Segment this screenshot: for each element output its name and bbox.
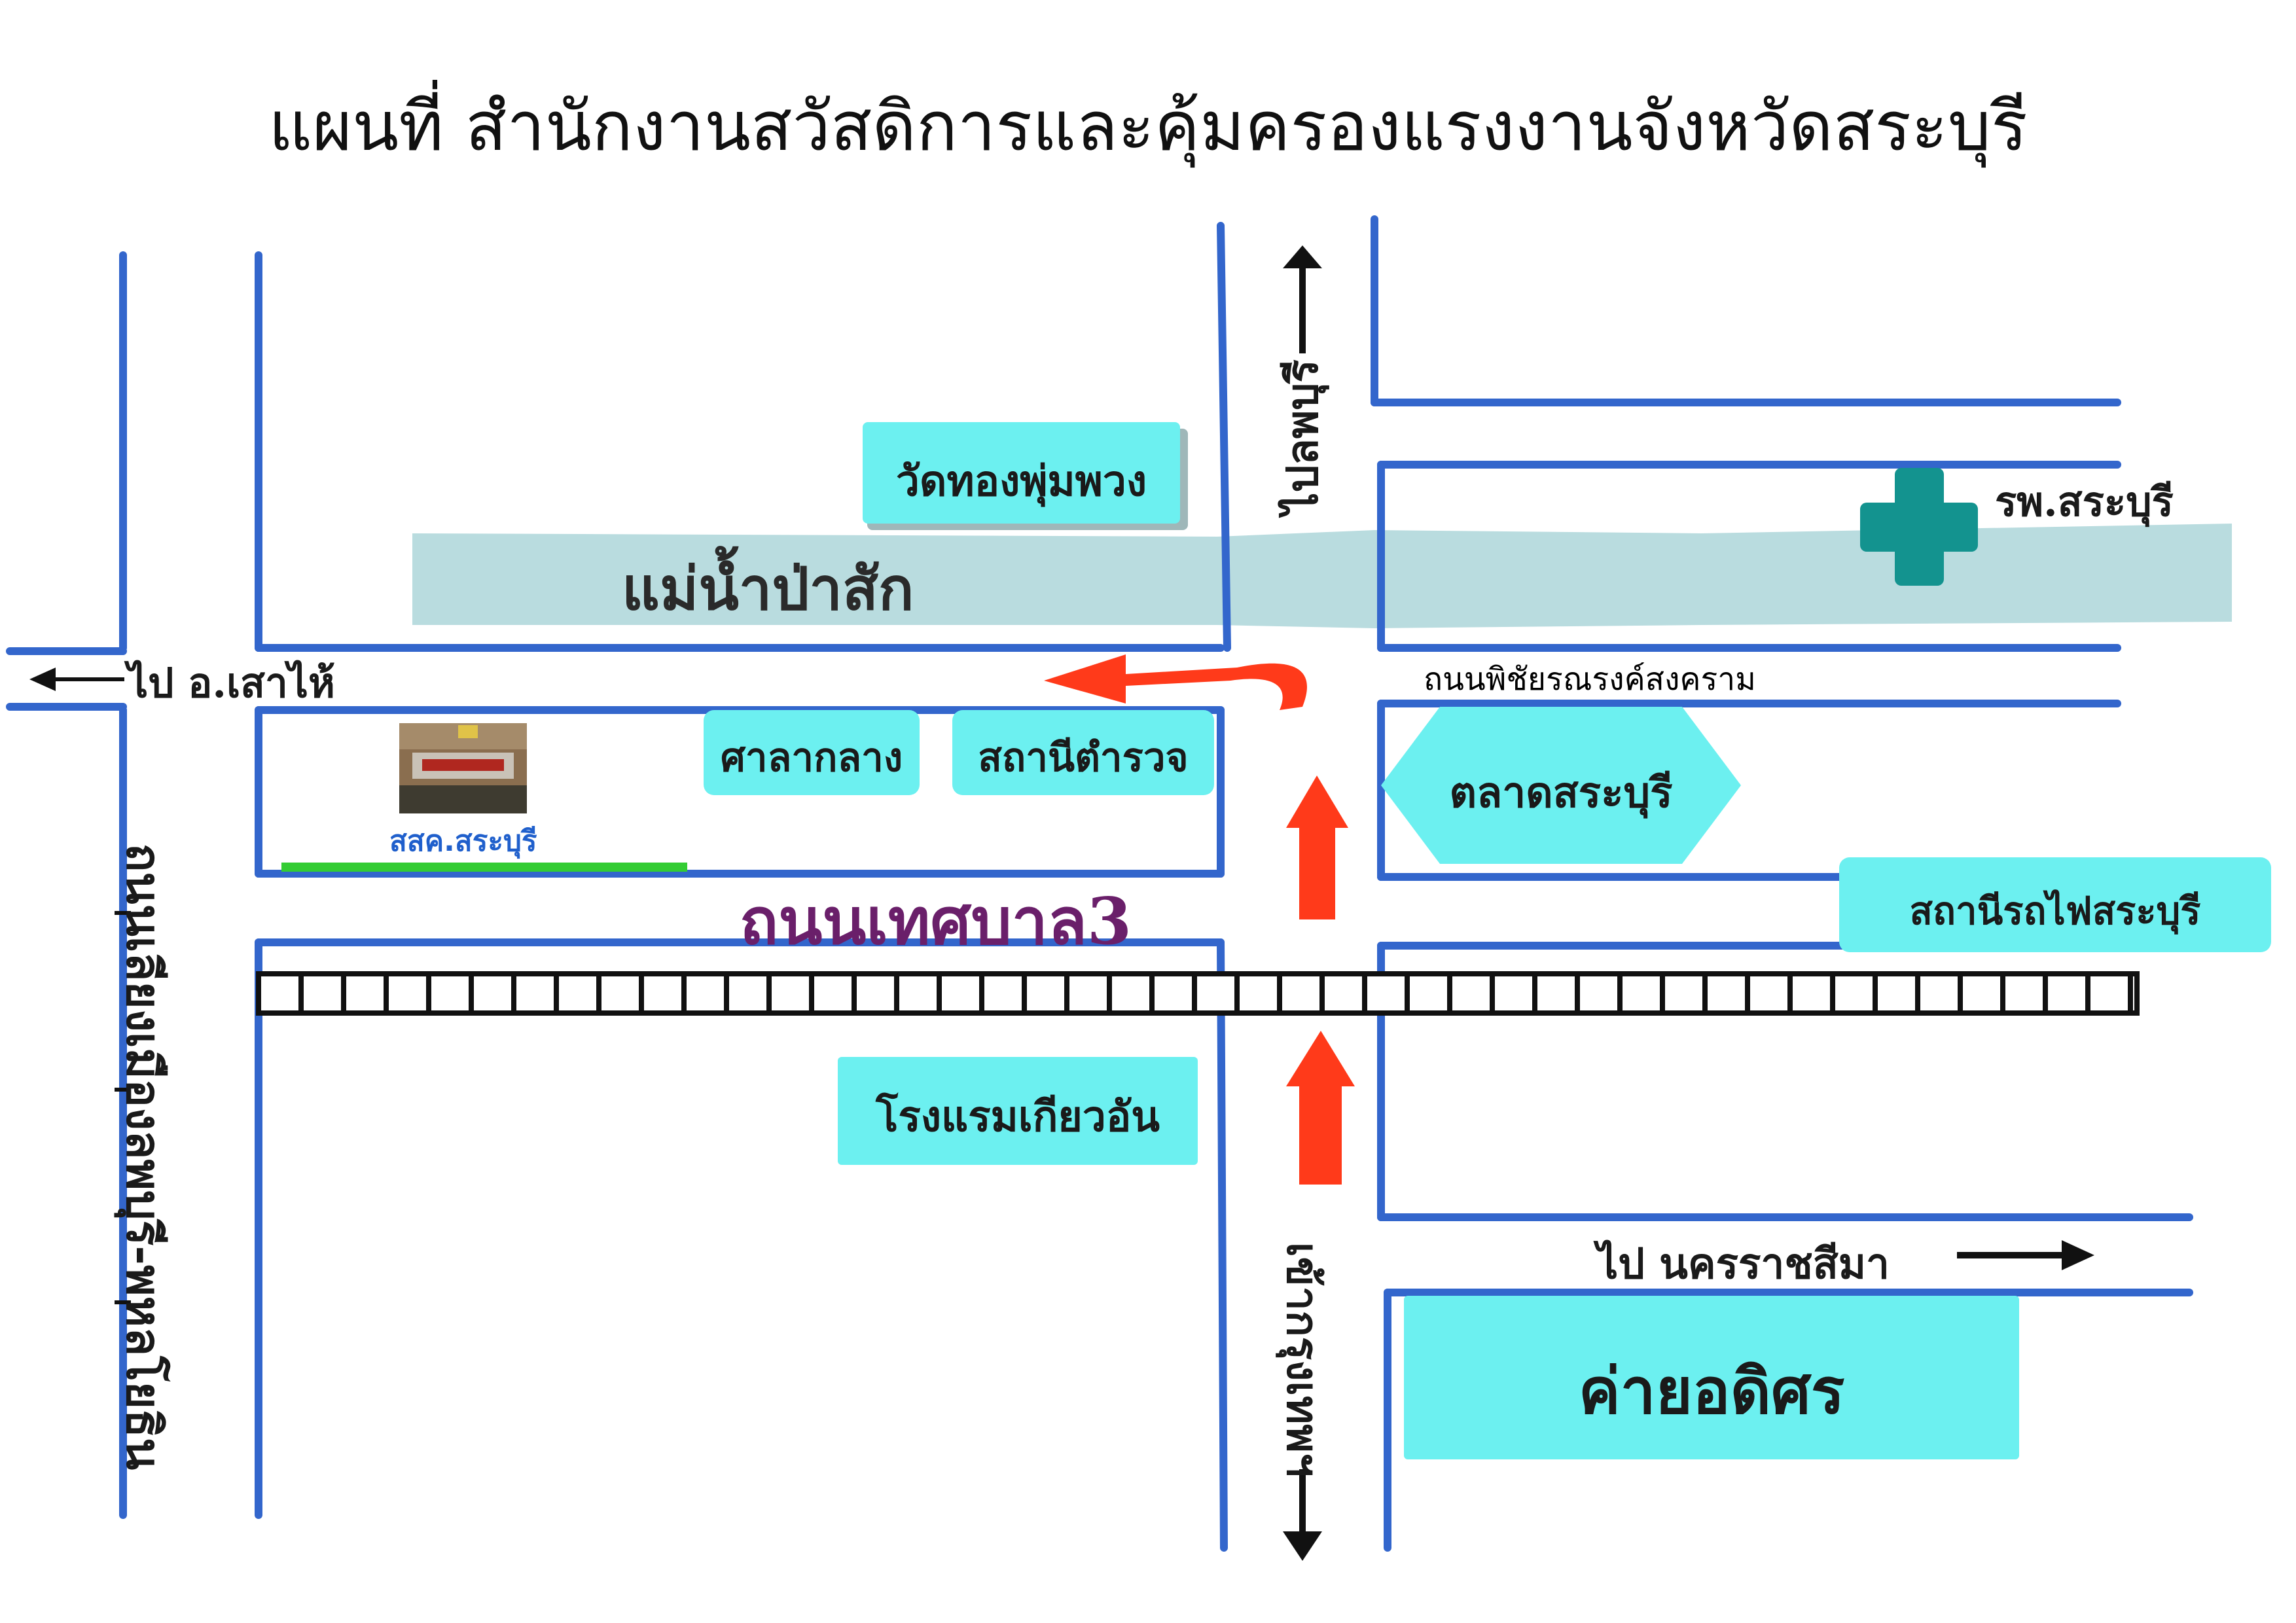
police-label: สถานีตำรวจ [978,735,1189,781]
sao-hai-label: ไป อ.เสาไห้ [128,659,335,707]
hospital-cross-icon [1860,468,1978,586]
railway-track [256,971,2140,1016]
road-ticks [115,911,131,1304]
city-hall-box [704,710,920,795]
river-band [412,524,2232,628]
police-box [952,710,1214,795]
office-label: สสค.สระบุรี [389,825,537,858]
route-arrow-upper [1286,776,1348,919]
camp-box [1404,1296,2019,1459]
hotel-box [838,1057,1198,1165]
office-lawn [281,863,687,872]
city-hall-label: ศาลากลาง [720,735,903,781]
thesaban3-road-label: ถนนเทศบาล3 [740,884,1132,959]
office-photo [399,723,527,813]
hospital-label: รพ.สระบุรี [1995,478,2174,526]
train-station-box [1839,857,2271,952]
route-arrow-turn [1044,654,1307,710]
market-label: ตลาดสระบุรี [1449,768,1673,817]
route-arrow-lower [1286,1031,1355,1185]
nakhon-label: ไป นครราชสีมา [1597,1240,1890,1289]
wat-box [863,422,1180,524]
market-hexagon [1381,707,1741,864]
route-arrows [1044,654,1355,1185]
to-bangkok-label: เข้ากรุงเทพฯ [1277,1241,1329,1477]
map-title: แผนที่ สำนักงานสวัสดิการและคุ้มครองแรงงา… [268,86,2028,166]
camp-label: ค่ายอดิศร [1578,1354,1845,1428]
wat-label: วัดทองพุ่มพวง [895,457,1147,506]
to-lopburi-label: ไปลพบุรี [1276,359,1328,514]
road-network [6,215,2193,1552]
train-station-label: สถานีรถไฟสระบุรี [1909,889,2201,933]
hotel-label: โรงแรมเกียวอัน [875,1092,1160,1141]
phichai-road-label: ถนนพิชัยรณรงค์สงคราม [1424,661,1756,698]
direction-arrows [29,245,2094,1561]
river-label: แม่น้ำป่าสัก [622,554,914,624]
left-road-label: ถนนเลียงเมืองลพบุรี-พหลโยธิน [116,843,172,1471]
